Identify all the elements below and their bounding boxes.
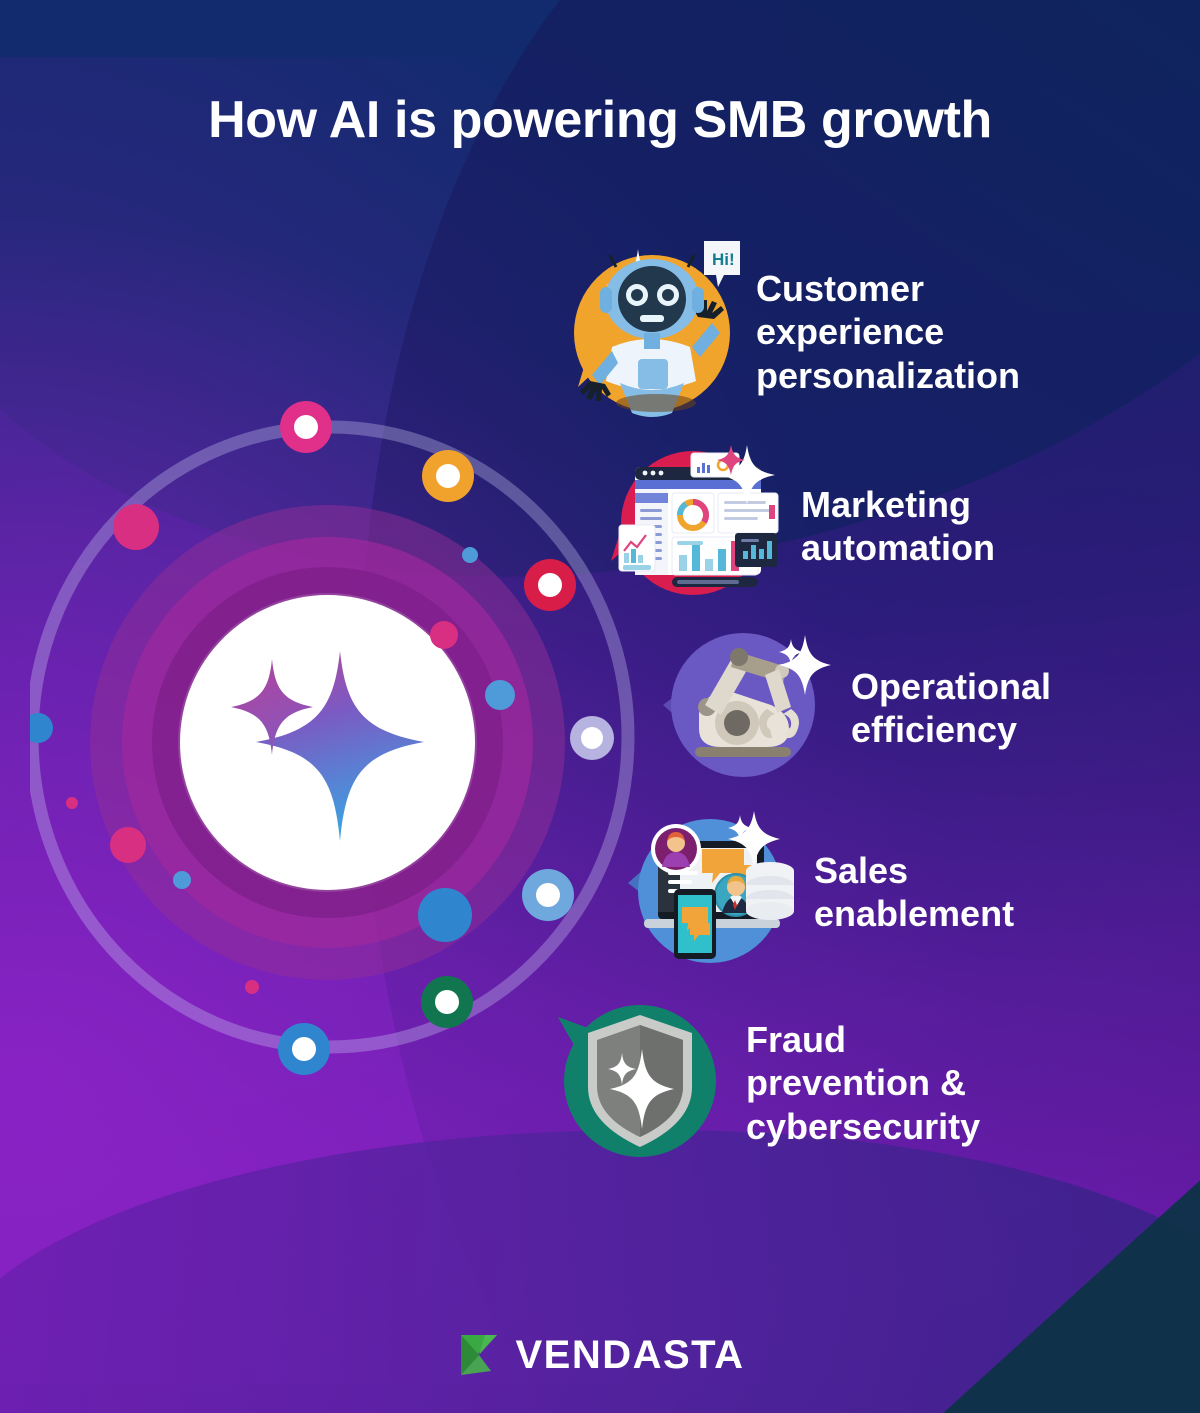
decor-dot-pink <box>430 621 458 649</box>
database-icon <box>746 861 794 920</box>
background-corner-navy <box>792 0 1200 311</box>
decor-dot-pink-xtiny <box>245 980 259 994</box>
list-item-label: Operational efficiency <box>851 665 1052 750</box>
sales-crm-icon <box>560 805 798 980</box>
decor-dot-pink-tiny <box>66 797 78 809</box>
orbit-node-green <box>421 976 473 1028</box>
benefits-list: Hi! Customer experience personalization <box>558 232 1190 1186</box>
orbit-node-white <box>570 716 614 760</box>
footer-logo: VENDASTA <box>0 1331 1200 1379</box>
page-title: How AI is powering SMB growth <box>208 91 992 149</box>
orbit-node-orange <box>422 450 474 502</box>
orbit-node-blue <box>278 1023 330 1075</box>
decor-dot-pink-large <box>113 504 159 550</box>
vendasta-logo-icon <box>461 1335 498 1375</box>
decor-dot-pink-mid <box>110 827 146 863</box>
decor-dot-blue-mid <box>485 680 515 710</box>
decor-dot-blue-large <box>418 888 472 942</box>
decor-dot-blue-tiny <box>173 871 191 889</box>
ai-orbit-graphic <box>30 375 670 1095</box>
list-item-label: Marketing automation <box>801 483 995 568</box>
list-item-label: Customer experience personalization <box>756 268 1021 396</box>
security-shield-icon <box>558 991 730 1176</box>
decor-dot-blue-small <box>462 547 478 563</box>
chat-bubble-text: Hi! <box>712 250 735 269</box>
chat-bubble-hi: Hi! <box>704 240 748 287</box>
orbit-ring <box>30 401 635 1075</box>
list-item-label: Sales enablement <box>814 849 1015 934</box>
list-item[interactable]: Marketing automation <box>560 440 1190 612</box>
orbit-node-blue-light <box>522 869 574 921</box>
brand-name: VENDASTA <box>515 1332 745 1377</box>
ai-core-circle <box>180 595 475 890</box>
ai-sparkle-icon <box>231 651 424 841</box>
list-item[interactable]: Operational efficiency <box>560 620 1190 796</box>
decor-dot-blue <box>30 713 53 743</box>
robotic-arm-icon <box>560 621 835 796</box>
orbit-node-pink <box>280 401 332 453</box>
list-item[interactable]: Fraud prevention & cybersecurity <box>558 988 1190 1178</box>
analytics-dashboard-icon <box>560 439 785 614</box>
list-item-label: Fraud prevention & cybersecurity <box>746 1019 981 1147</box>
list-item[interactable]: Hi! Customer experience personalization <box>560 232 1190 432</box>
chatbot-robot-icon: Hi! <box>560 235 748 430</box>
list-item[interactable]: Sales enablement <box>560 804 1190 980</box>
orbit-node-red <box>524 559 576 611</box>
